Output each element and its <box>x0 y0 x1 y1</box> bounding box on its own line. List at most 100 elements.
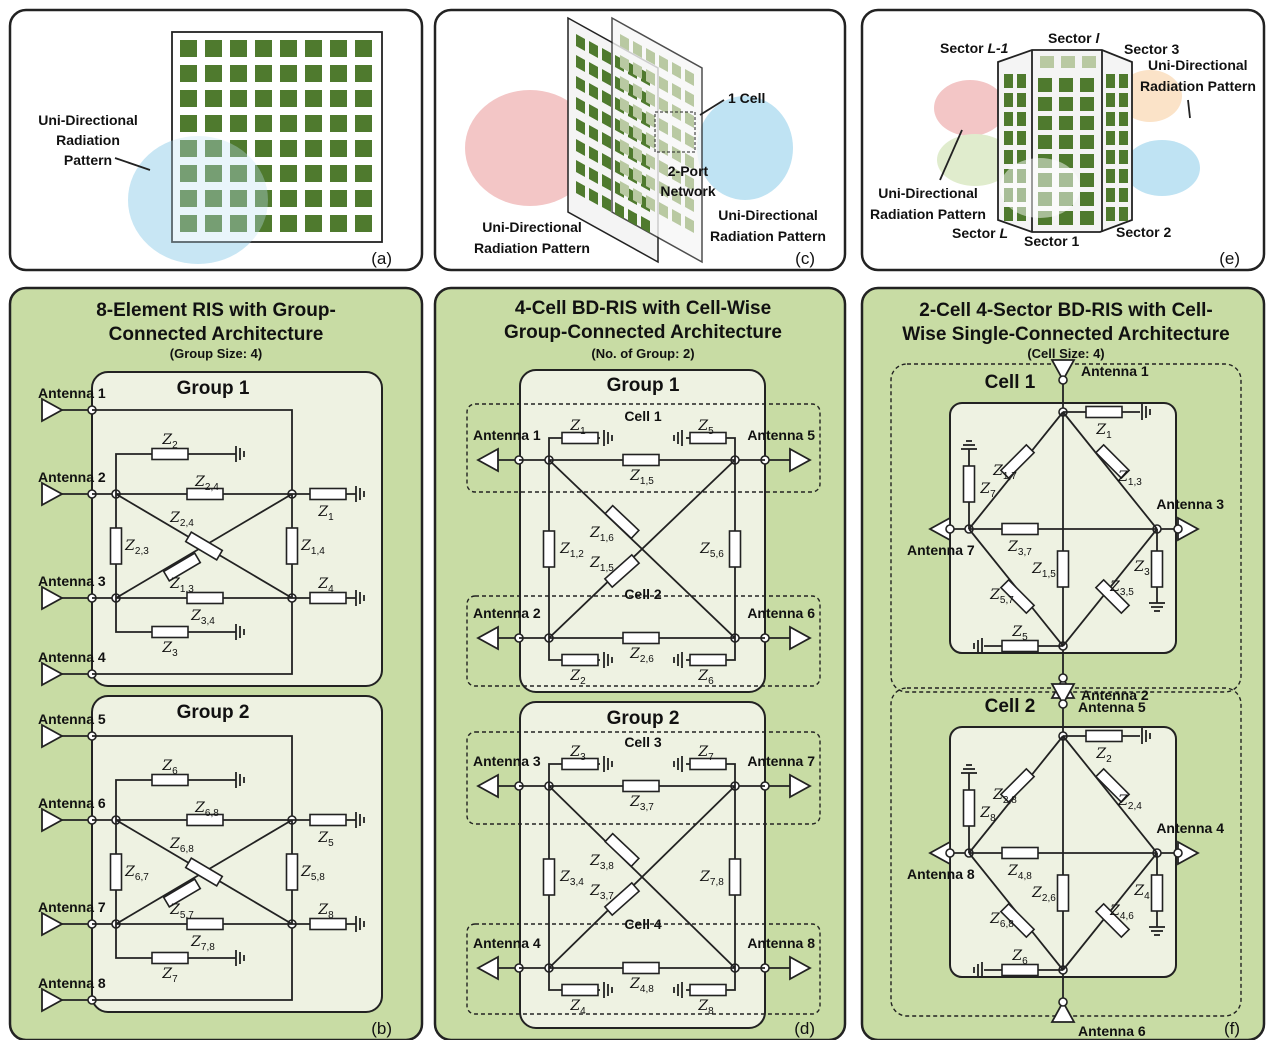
wire <box>115 924 236 959</box>
ris-element <box>672 83 681 100</box>
ris-element <box>646 195 655 212</box>
resistor <box>1085 729 1123 743</box>
ris-element <box>1059 116 1073 130</box>
ris-element <box>1080 97 1094 111</box>
resistor <box>1056 874 1070 912</box>
ground-icon <box>673 430 683 446</box>
wire <box>92 735 293 820</box>
ris-element <box>602 111 611 128</box>
resistor <box>285 853 299 891</box>
ris-element <box>355 190 372 207</box>
label: 2-Port <box>668 163 709 179</box>
leader-line <box>939 129 963 181</box>
ground-icon <box>235 772 245 788</box>
label: Group 1 <box>177 378 250 399</box>
cell-outline <box>466 403 821 493</box>
resistor <box>184 531 224 561</box>
antenna-label: Antenna 8 <box>38 975 106 991</box>
antenna-label: Antenna 3 <box>38 573 106 589</box>
ris-element <box>330 140 347 157</box>
ris-element <box>1004 112 1013 126</box>
port-node <box>1173 848 1183 858</box>
ris-element <box>1119 188 1128 202</box>
ris-element <box>1004 207 1013 221</box>
ris-element <box>1038 135 1052 149</box>
ris-element <box>255 165 272 182</box>
wire <box>115 598 236 633</box>
ris-element <box>659 181 668 198</box>
label: Group-Connected Architecture <box>504 322 782 343</box>
resistor <box>561 983 599 997</box>
antenna-label: Antenna 4 <box>473 935 541 951</box>
ris-element <box>576 118 585 135</box>
ris-element <box>1119 131 1128 145</box>
ris-element <box>230 65 247 82</box>
ris-element <box>576 34 585 51</box>
radiation-pattern-left <box>465 90 595 206</box>
label: Cell 1 <box>624 408 662 424</box>
antenna-icon <box>41 661 64 687</box>
ground-icon <box>235 624 245 640</box>
antenna-label: Antenna 6 <box>38 795 106 811</box>
ris-element <box>620 139 629 156</box>
ground-icon <box>603 982 613 998</box>
resistor <box>603 553 641 589</box>
label: Group 1 <box>607 375 680 396</box>
ris-element <box>180 40 197 57</box>
group-box <box>91 695 383 1013</box>
resistor <box>542 858 556 896</box>
ris-element <box>355 40 372 57</box>
ris-element <box>230 40 247 57</box>
cell-label: 1 Cell <box>728 90 765 106</box>
ris-element <box>355 140 372 157</box>
resistor <box>186 813 224 827</box>
ris-element <box>180 190 197 207</box>
resistor <box>1085 405 1123 419</box>
resistor <box>1056 550 1070 588</box>
antenna-label: Antenna 3 <box>473 753 541 769</box>
ground-icon <box>235 446 245 462</box>
resistor <box>109 527 123 565</box>
ris-element <box>589 188 598 205</box>
resistor <box>309 813 347 827</box>
ris-element <box>1106 188 1115 202</box>
ris-element <box>180 90 197 107</box>
ris-element <box>659 160 668 177</box>
cell-outline <box>466 595 821 687</box>
label: Radiation Pattern <box>710 228 826 244</box>
ris-element <box>180 165 197 182</box>
resistor <box>603 881 641 917</box>
ris-element <box>685 216 694 233</box>
resistor <box>1094 578 1131 615</box>
ris-element <box>255 115 272 132</box>
ris-element <box>330 90 347 107</box>
cell-outline <box>654 111 696 153</box>
resistor <box>162 878 202 908</box>
antenna-label: Antenna 7 <box>907 542 975 558</box>
resistor <box>1001 522 1039 536</box>
ris-element <box>589 104 598 121</box>
label: (Cell Size: 4) <box>1027 346 1104 361</box>
ris-element <box>1004 131 1013 145</box>
ground-icon <box>355 916 365 932</box>
ris-element <box>1059 211 1073 225</box>
ris-element <box>672 209 681 226</box>
label: Cell 3 <box>624 734 662 750</box>
ris-element <box>615 202 624 219</box>
ris-element <box>659 76 668 93</box>
cell-outline <box>466 923 821 1015</box>
ris-element <box>255 90 272 107</box>
ris-element <box>685 153 694 170</box>
ris-element <box>1082 56 1096 68</box>
port-node <box>1173 524 1183 534</box>
ris-element <box>180 215 197 232</box>
ris-element <box>1038 116 1052 130</box>
resistor <box>109 853 123 891</box>
resistor <box>999 578 1036 615</box>
antenna-label: Antenna 6 <box>747 605 815 621</box>
ground-icon <box>673 982 683 998</box>
ris-element <box>659 202 668 219</box>
ris-element <box>1119 207 1128 221</box>
resistor <box>309 917 347 931</box>
